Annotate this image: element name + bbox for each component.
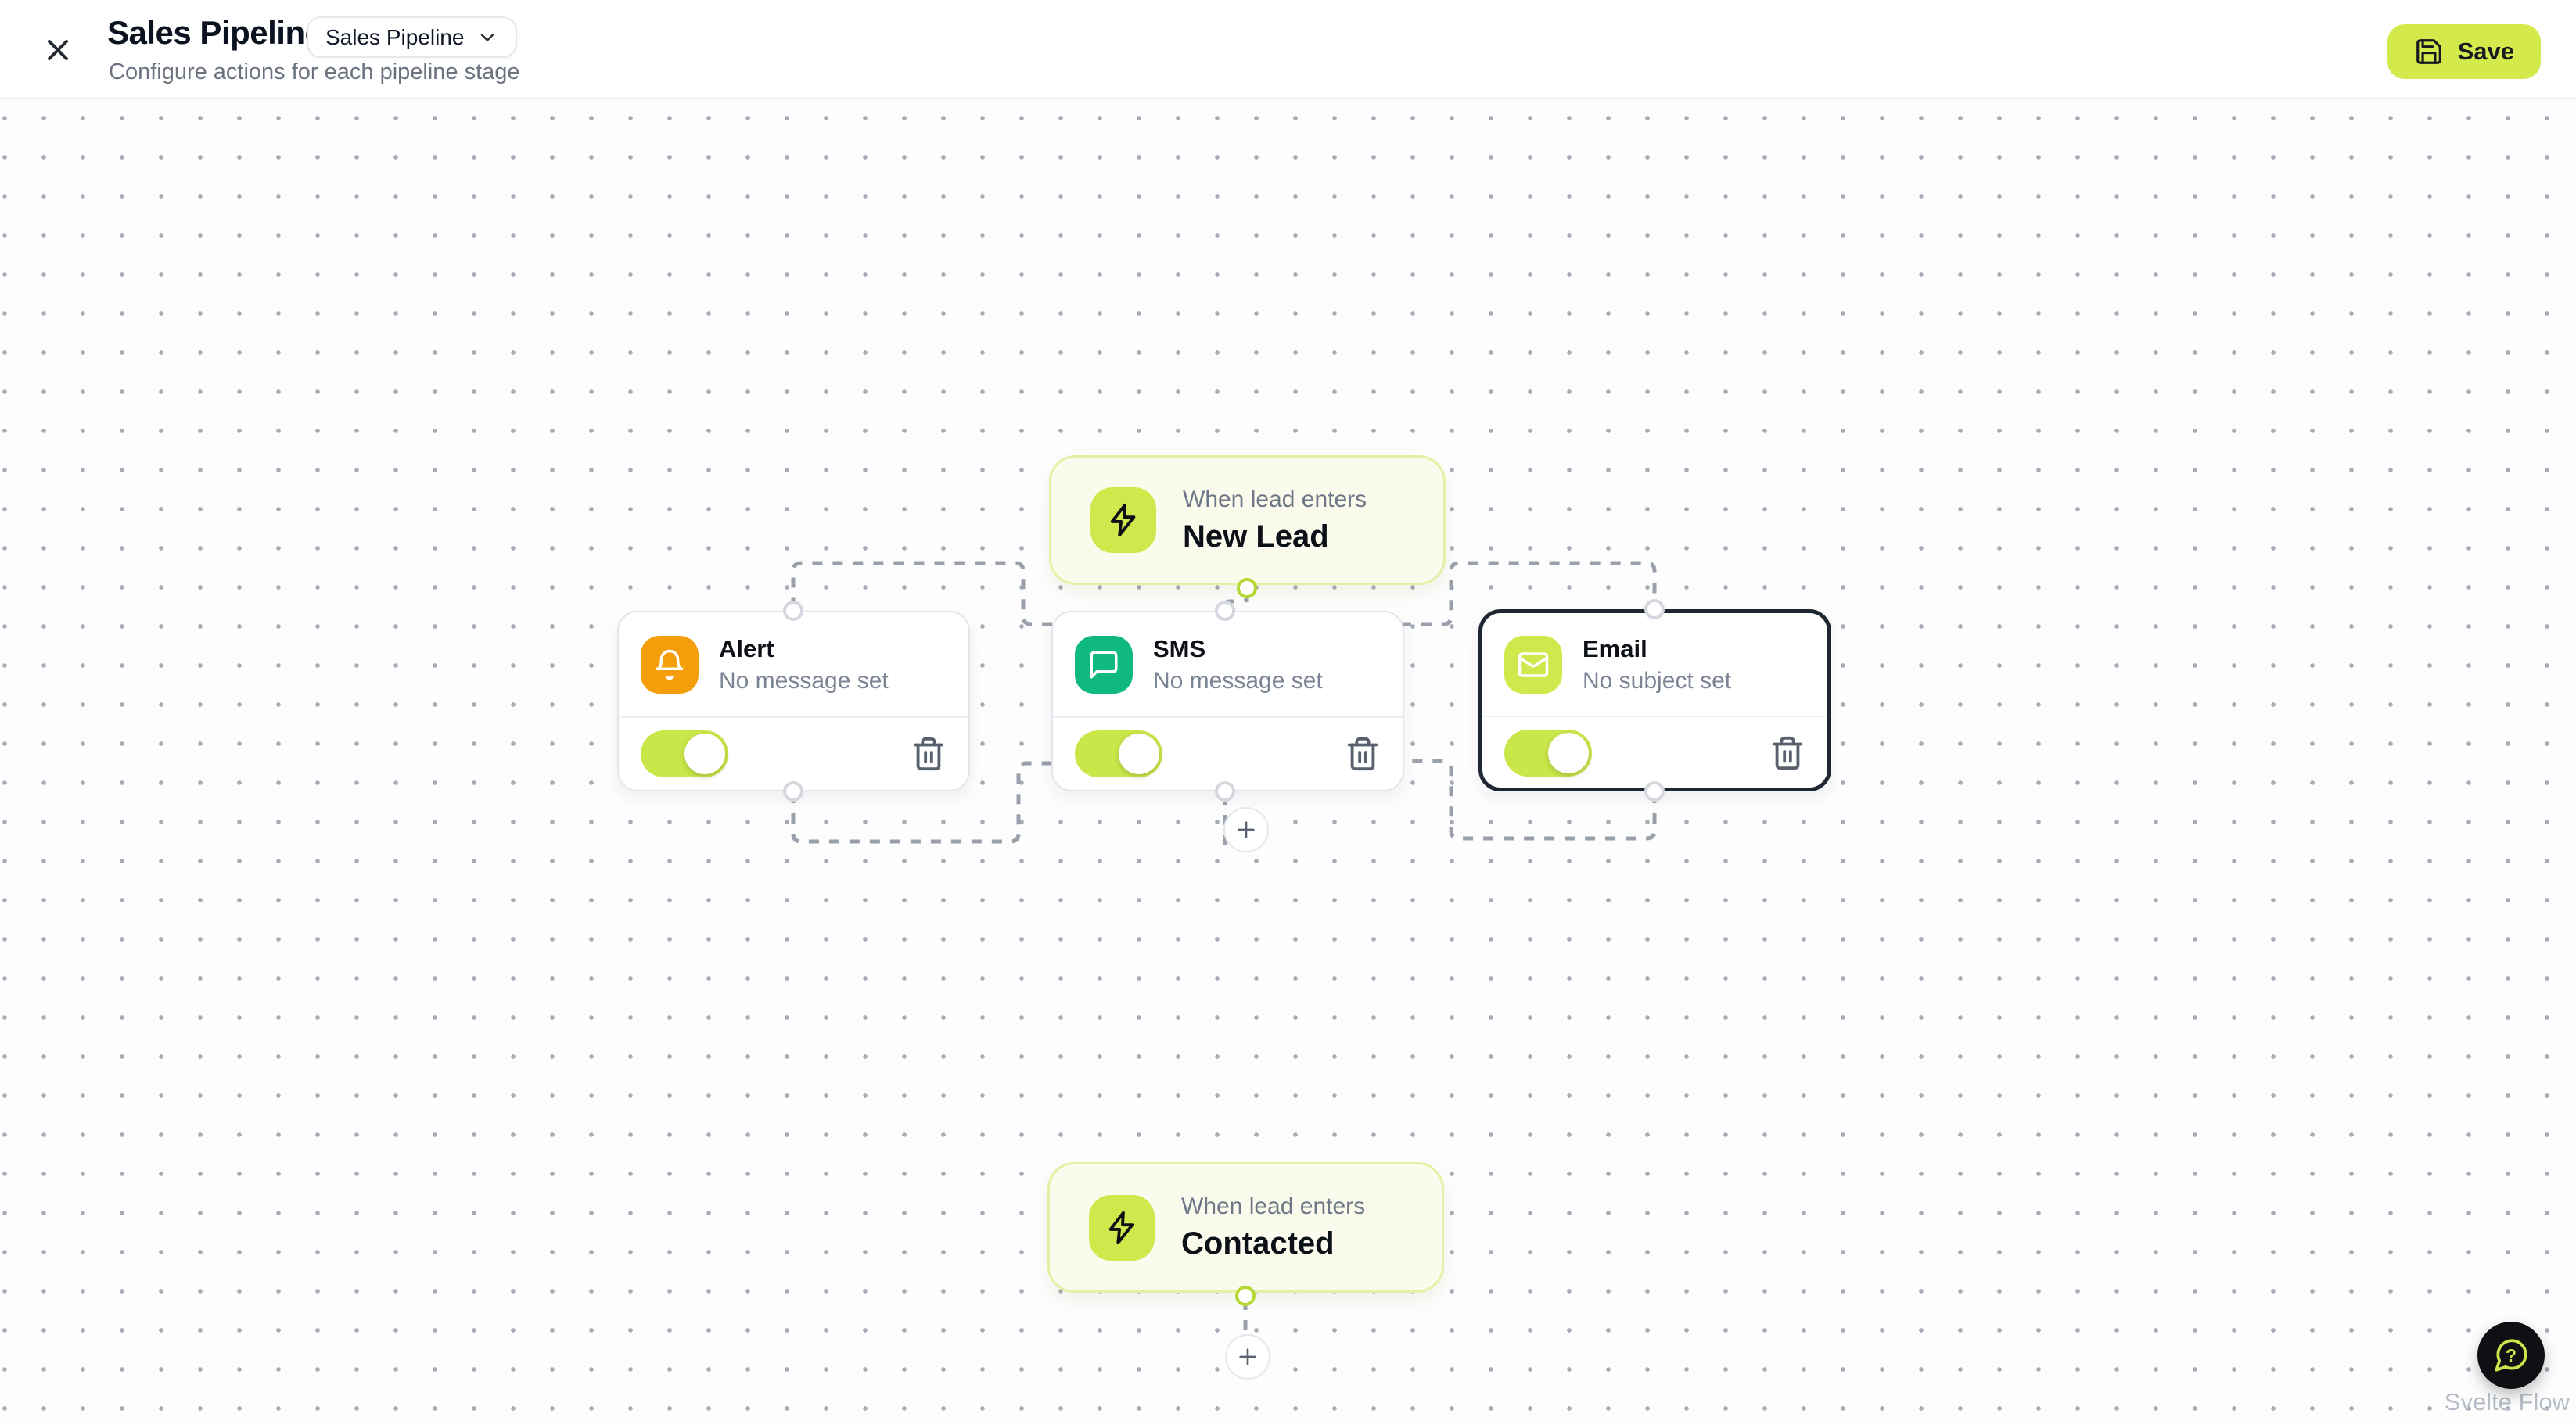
handle-source-contacted[interactable] <box>1235 1286 1256 1306</box>
close-icon <box>47 39 69 61</box>
trash-icon <box>1772 736 1803 770</box>
edge-alert-out[interactable] <box>791 761 1227 844</box>
help-button[interactable]: ? <box>2477 1322 2545 1389</box>
save-icon <box>2416 39 2441 64</box>
header-bar: Sales Pipeline Configure actions for eac… <box>0 0 2576 99</box>
trigger-node-new-lead[interactable]: When lead enters New Lead <box>1049 455 1446 585</box>
trigger-label: When lead enters <box>1181 1193 1366 1219</box>
mail-icon <box>1504 635 1562 694</box>
help-chat-icon: ? <box>2495 1339 2527 1372</box>
action-node-sms[interactable]: SMS No message set <box>1051 611 1404 791</box>
plus-icon <box>1238 821 1255 838</box>
svelte-flow-attribution[interactable]: Svelte Flow <box>2444 1388 2570 1416</box>
trash-icon <box>1347 737 1378 771</box>
handle-sms-top[interactable] <box>1215 601 1235 621</box>
bell-icon <box>641 635 699 694</box>
action-subtitle: No message set <box>1153 667 1323 694</box>
toggle-knob <box>1548 733 1589 773</box>
lightning-icon <box>1089 1194 1155 1261</box>
handle-email-top[interactable] <box>1644 599 1665 619</box>
svg-text:?: ? <box>2506 1345 2517 1365</box>
edge-newlead-alert[interactable] <box>791 561 1249 626</box>
plus-icon <box>1239 1348 1256 1365</box>
page-title: Sales Pipeline <box>107 14 323 51</box>
page-subtitle: Configure actions for each pipeline stag… <box>109 59 520 84</box>
trigger-node-contacted[interactable]: When lead enters Contacted <box>1047 1162 1444 1293</box>
toggle-knob <box>1119 734 1159 774</box>
pipeline-select[interactable]: Sales Pipeline <box>307 16 518 58</box>
trash-icon <box>913 737 944 771</box>
email-enabled-toggle[interactable] <box>1504 730 1592 777</box>
handle-email-bottom[interactable] <box>1644 781 1665 802</box>
action-node-email[interactable]: Email No subject set <box>1478 609 1831 791</box>
action-title: SMS <box>1153 634 1206 662</box>
handle-alert-bottom[interactable] <box>783 781 803 802</box>
action-subtitle: No message set <box>719 667 889 694</box>
handle-sms-bottom[interactable] <box>1215 781 1235 802</box>
handle-source-new-lead[interactable] <box>1237 578 1257 598</box>
delete-sms-button[interactable] <box>1345 736 1381 772</box>
trigger-stage-name: Contacted <box>1181 1226 1335 1261</box>
action-title: Alert <box>719 634 774 662</box>
close-button[interactable] <box>39 31 77 69</box>
action-title: Email <box>1583 634 1647 662</box>
delete-email-button[interactable] <box>1769 735 1805 771</box>
chevron-down-icon <box>481 33 494 41</box>
trigger-label: When lead enters <box>1183 486 1367 512</box>
lightning-icon <box>1090 487 1156 553</box>
handle-alert-top[interactable] <box>783 601 803 621</box>
sms-enabled-toggle[interactable] <box>1075 730 1162 777</box>
action-subtitle: No subject set <box>1583 667 1732 694</box>
trigger-stage-name: New Lead <box>1183 519 1329 554</box>
action-node-alert[interactable]: Alert No message set <box>617 611 970 791</box>
save-button[interactable]: Save <box>2387 24 2541 79</box>
delete-alert-button[interactable] <box>911 736 947 772</box>
alert-enabled-toggle[interactable] <box>641 730 728 777</box>
toggle-knob <box>684 734 725 774</box>
chat-bubble-icon <box>1075 635 1133 694</box>
add-action-button-contacted[interactable] <box>1225 1334 1270 1380</box>
pipeline-select-value: Sales Pipeline <box>325 24 465 49</box>
add-action-button-new-lead[interactable] <box>1223 807 1269 852</box>
edge-email-out[interactable] <box>1223 759 1657 841</box>
save-button-label: Save <box>2457 38 2514 65</box>
